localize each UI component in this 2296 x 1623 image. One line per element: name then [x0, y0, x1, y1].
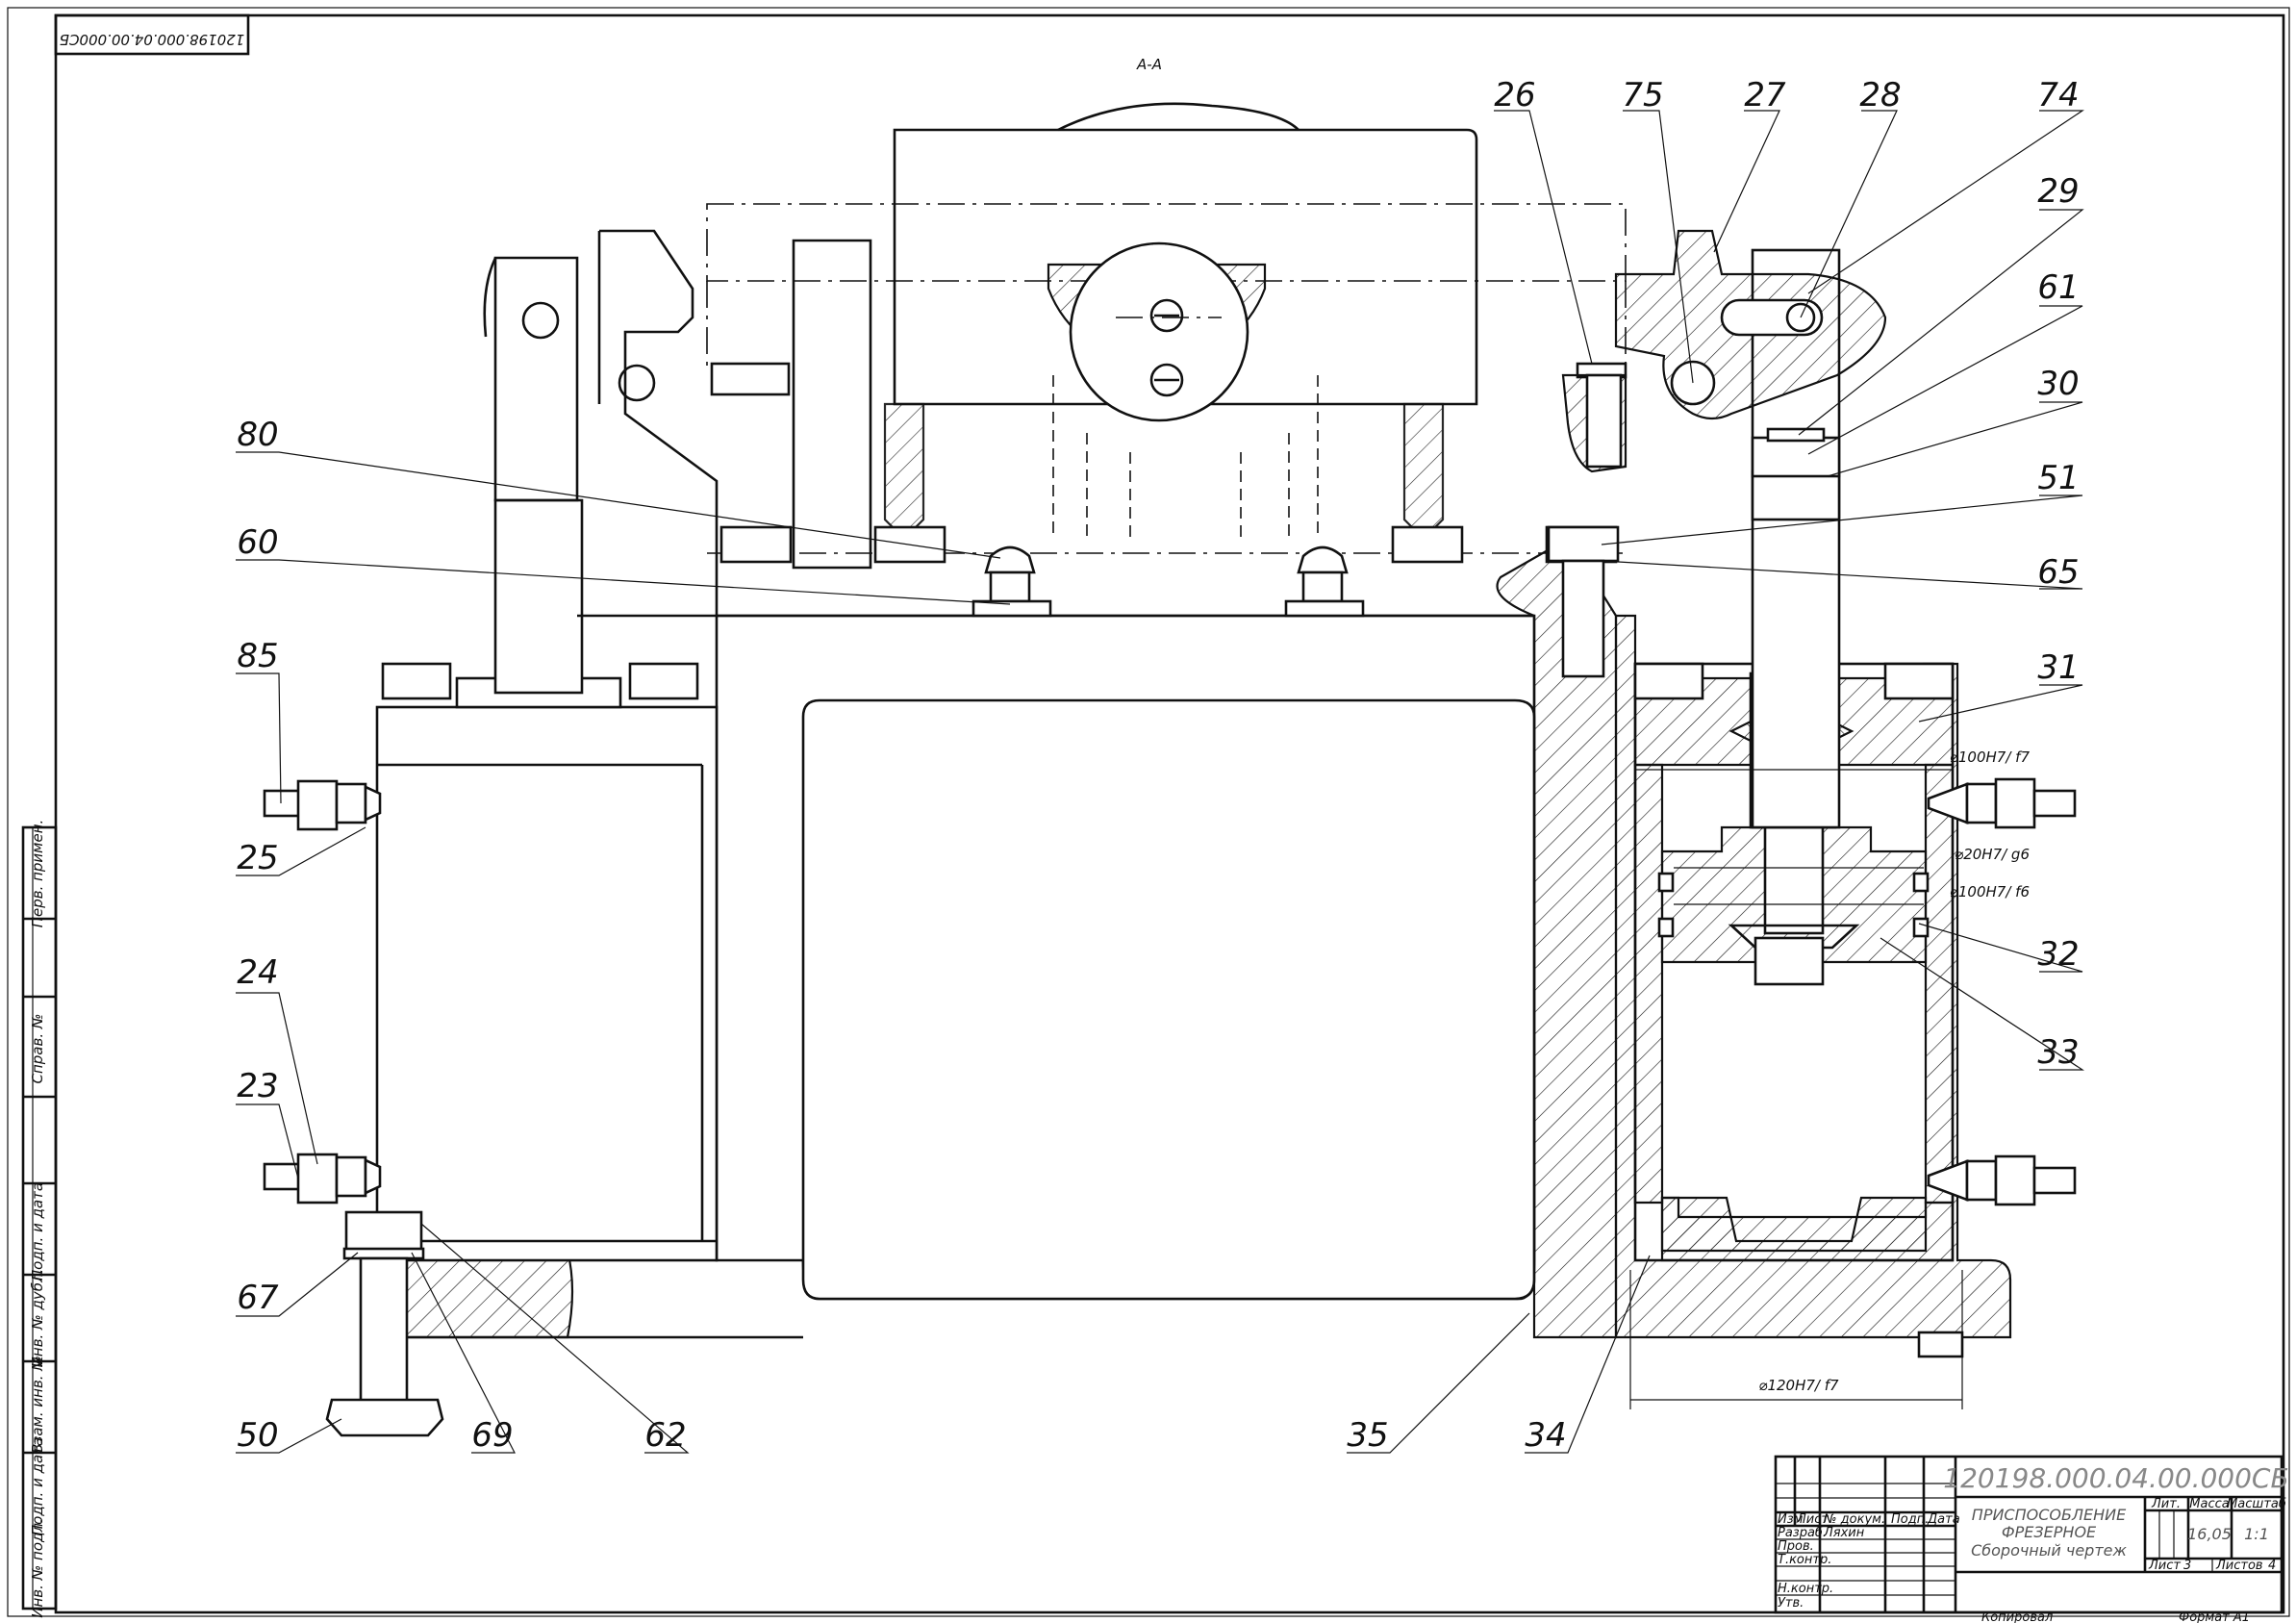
tb-role: Т.контр.	[1778, 1553, 1831, 1567]
part-label: 27	[1744, 76, 1786, 114]
part-label: 32	[2037, 935, 2079, 974]
left-cylinder	[375, 705, 719, 1262]
part-label: 35	[1347, 1416, 1388, 1455]
part-label: 29	[2037, 172, 2079, 211]
vise-block	[893, 128, 1478, 406]
tb-name: Сборочный чертеж	[1971, 1541, 2127, 1560]
margin-label: Перв. примен.	[29, 820, 46, 928]
inner-frame	[54, 13, 2285, 1614]
part-label: 31	[2037, 648, 2079, 687]
part-label: 50	[237, 1416, 278, 1455]
tb-scale-label: Масштаб	[2227, 1497, 2286, 1511]
tb-mass-value: 16,05	[2187, 1525, 2232, 1543]
part-label: 26	[1494, 76, 1535, 114]
part-label: 85	[237, 637, 278, 675]
part-label: 62	[644, 1416, 686, 1455]
fit-label: ⌀100H7/ f6	[1950, 883, 2030, 900]
outer-frame	[7, 7, 2290, 1617]
tb-developer: Ляхин	[1823, 1526, 1865, 1540]
left-margin-table: Перв. примен. Справ. № Подп. и дата Инв.…	[21, 820, 58, 1618]
part-label: 80	[237, 416, 278, 454]
stamp-box: 120198.000.04.00.000СБ	[54, 13, 250, 56]
margin-label: Взам. инв. №	[29, 1356, 46, 1454]
margin-label: Подп. и дата	[29, 1182, 46, 1281]
margin-label: Инв. № подл.	[29, 1518, 46, 1617]
title-block: 120198.000.04.00.000СБ ПРИСПОСОБЛЕНИЕ ФР…	[1774, 1455, 2289, 1614]
part-label: 67	[237, 1279, 279, 1317]
part-label: 60	[237, 523, 278, 562]
tb-scale-value: 1:1	[2244, 1525, 2269, 1543]
tb-col-header: № докум.	[1823, 1512, 1885, 1527]
part-label: 24	[237, 953, 278, 992]
part-label: 74	[2037, 76, 2079, 114]
tb-sheet-value: 3	[2183, 1559, 2191, 1573]
tb-col-header: Изм	[1778, 1512, 1804, 1527]
part-label: 34	[1525, 1416, 1566, 1455]
copied-label: Копировал	[1981, 1610, 2053, 1623]
tb-designation: 120198.000.04.00.000СБ	[1943, 1462, 2288, 1494]
tb-sheet-label: Лист	[2148, 1559, 2181, 1573]
tb-name: ПРИСПОСОБЛЕНИЕ	[1972, 1506, 2127, 1524]
part-label: 75	[1622, 76, 1663, 114]
tb-col-header: Дата	[1927, 1512, 1960, 1527]
tb-col-header: Подп.	[1891, 1512, 1929, 1527]
fit-label: ⌀20H7/ g6	[1955, 846, 2030, 863]
tb-lit: Лит.	[2151, 1497, 2181, 1511]
tb-role: Утв.	[1778, 1596, 1804, 1610]
fixture-body	[263, 102, 2077, 1437]
margin-label: Справ. №	[29, 1014, 46, 1084]
part-label: 23	[237, 1067, 278, 1105]
part-label: 69	[471, 1416, 513, 1455]
tb-role: Пров.	[1778, 1539, 1814, 1554]
tb-name: ФРЕЗЕРНОЕ	[2002, 1523, 2097, 1541]
tb-role: Н.контр.	[1778, 1582, 1833, 1596]
tb-sheets-value: 4	[2268, 1559, 2276, 1573]
part-label: 30	[2037, 365, 2079, 403]
tb-mass-label: Масса	[2189, 1497, 2229, 1511]
margin-label: Подп. и дата	[29, 1437, 46, 1535]
tb-col-header: Лист	[1796, 1512, 1829, 1527]
tb-role: Разраб.	[1778, 1526, 1827, 1540]
part-label: 25	[237, 839, 278, 877]
part-label: 28	[1859, 76, 1901, 114]
part-label: 51	[2037, 459, 2079, 497]
format-label: Формат А1	[2179, 1610, 2250, 1623]
margin-label: Инв. № дубл.	[29, 1269, 46, 1368]
part-labels: 26 75 27 28 74 29 61 30 51 65 31 32 33 8…	[237, 76, 2079, 1455]
fit-label: ⌀120H7/ f7	[1758, 1377, 1839, 1394]
stamp-code: 120198.000.04.00.000СБ	[60, 31, 245, 48]
leader-lines	[236, 110, 2085, 1454]
part-label: 65	[2037, 553, 2079, 592]
fit-label: ⌀100H7/ f7	[1950, 748, 2031, 766]
part-label: 33	[2037, 1033, 2079, 1072]
section-label: А-А	[1136, 56, 1162, 73]
tb-sheets-label: Листов	[2215, 1559, 2263, 1573]
part-label: 61	[2037, 268, 2079, 307]
